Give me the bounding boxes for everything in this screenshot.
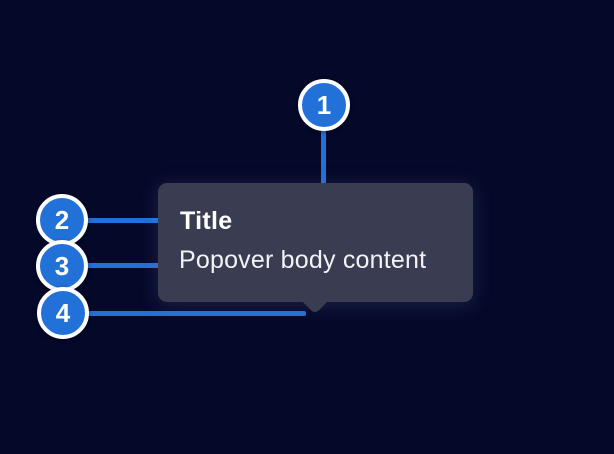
callout-line-3 xyxy=(87,263,172,268)
callout-marker-4: 4 xyxy=(37,287,89,339)
callout-marker-2: 2 xyxy=(36,194,88,246)
callout-marker-3: 3 xyxy=(36,240,88,292)
callout-marker-1: 1 xyxy=(298,79,350,131)
popover: Title Popover body content xyxy=(158,183,473,315)
popover-body-content: Popover body content xyxy=(179,246,427,274)
popover-title: Title xyxy=(180,207,233,235)
callout-line-2 xyxy=(87,218,172,223)
popover-caret xyxy=(300,285,330,315)
callout-line-1 xyxy=(321,130,326,198)
callout-line-4 xyxy=(88,311,306,316)
